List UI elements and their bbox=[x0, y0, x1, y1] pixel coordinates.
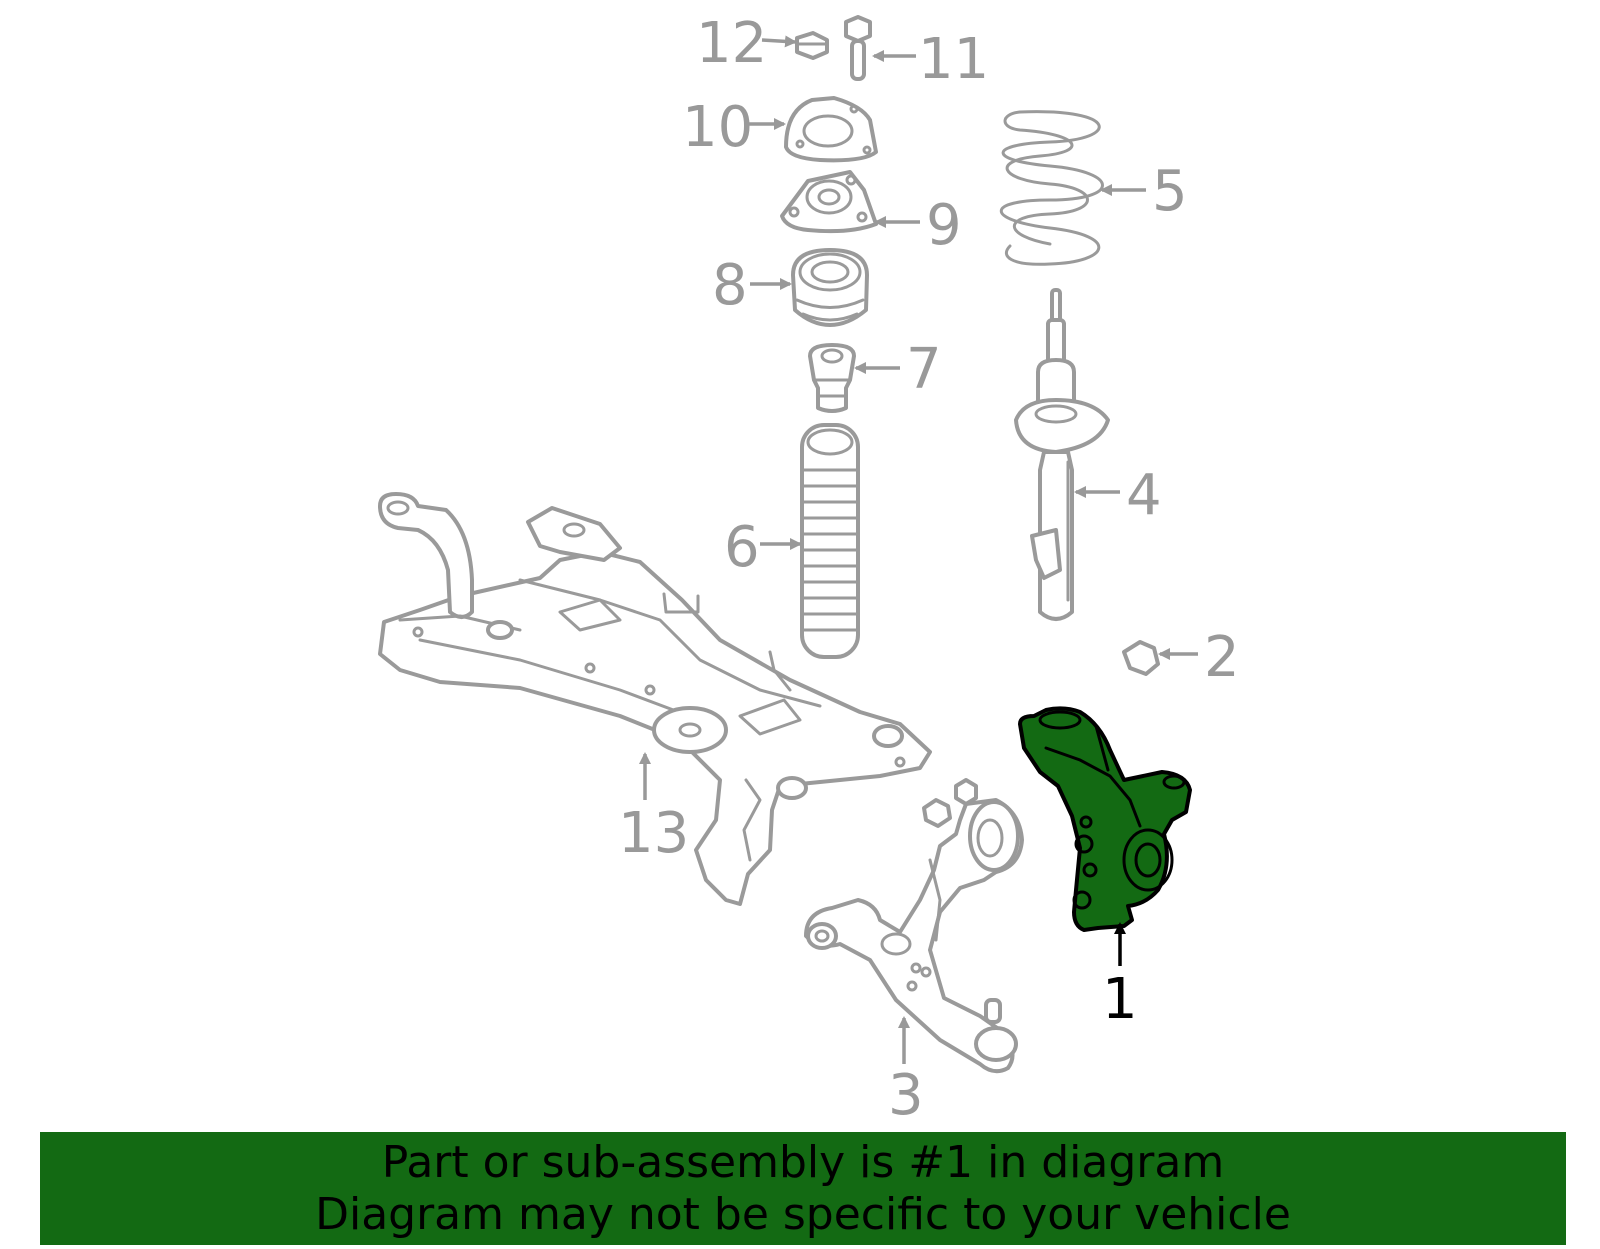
part-label-12: 12 bbox=[696, 11, 767, 76]
suspension-parts-diagram: 12 11 10 5 9 8 7 4 6 2 13 1 3 bbox=[378, 11, 1240, 1128]
part-label-10: 10 bbox=[682, 95, 753, 160]
part-labels: 12 11 10 5 9 8 7 4 6 2 13 1 3 bbox=[618, 11, 1240, 1128]
banner-line-1: Part or sub-assembly is #1 in diagram bbox=[381, 1136, 1225, 1188]
part-label-3: 3 bbox=[888, 1063, 924, 1128]
part-10-mount-plate bbox=[784, 96, 878, 163]
part-label-1: 1 bbox=[1102, 967, 1138, 1032]
part-7-bump-stop bbox=[808, 343, 856, 413]
part-2-bolt bbox=[1085, 640, 1160, 683]
part-label-9: 9 bbox=[926, 193, 962, 258]
part-label-6: 6 bbox=[724, 515, 760, 580]
part-label-11: 11 bbox=[918, 27, 989, 92]
part-5-coil-spring bbox=[1000, 110, 1104, 266]
part-label-8: 8 bbox=[712, 253, 748, 318]
part-9-strut-mount bbox=[780, 170, 878, 234]
leader-arrows bbox=[639, 35, 1198, 1064]
part-4-strut bbox=[1014, 288, 1110, 621]
part-1-steering-knuckle bbox=[1018, 706, 1192, 932]
part-label-4: 4 bbox=[1126, 463, 1162, 528]
part-12-nut bbox=[795, 31, 829, 60]
notice-banner: Part or sub-assembly is #1 in diagram Di… bbox=[40, 1132, 1566, 1245]
part-label-5: 5 bbox=[1152, 159, 1188, 224]
part-label-2: 2 bbox=[1204, 625, 1240, 690]
part-13-subframe bbox=[378, 492, 932, 906]
part-3-control-arm bbox=[804, 778, 1024, 1074]
part-label-13: 13 bbox=[618, 801, 689, 866]
part-8-bearing bbox=[791, 248, 869, 327]
banner-line-2: Diagram may not be specific to your vehi… bbox=[315, 1188, 1291, 1240]
part-6-dust-boot bbox=[800, 423, 860, 659]
part-11-bolt bbox=[844, 15, 872, 81]
part-label-7: 7 bbox=[906, 337, 942, 402]
